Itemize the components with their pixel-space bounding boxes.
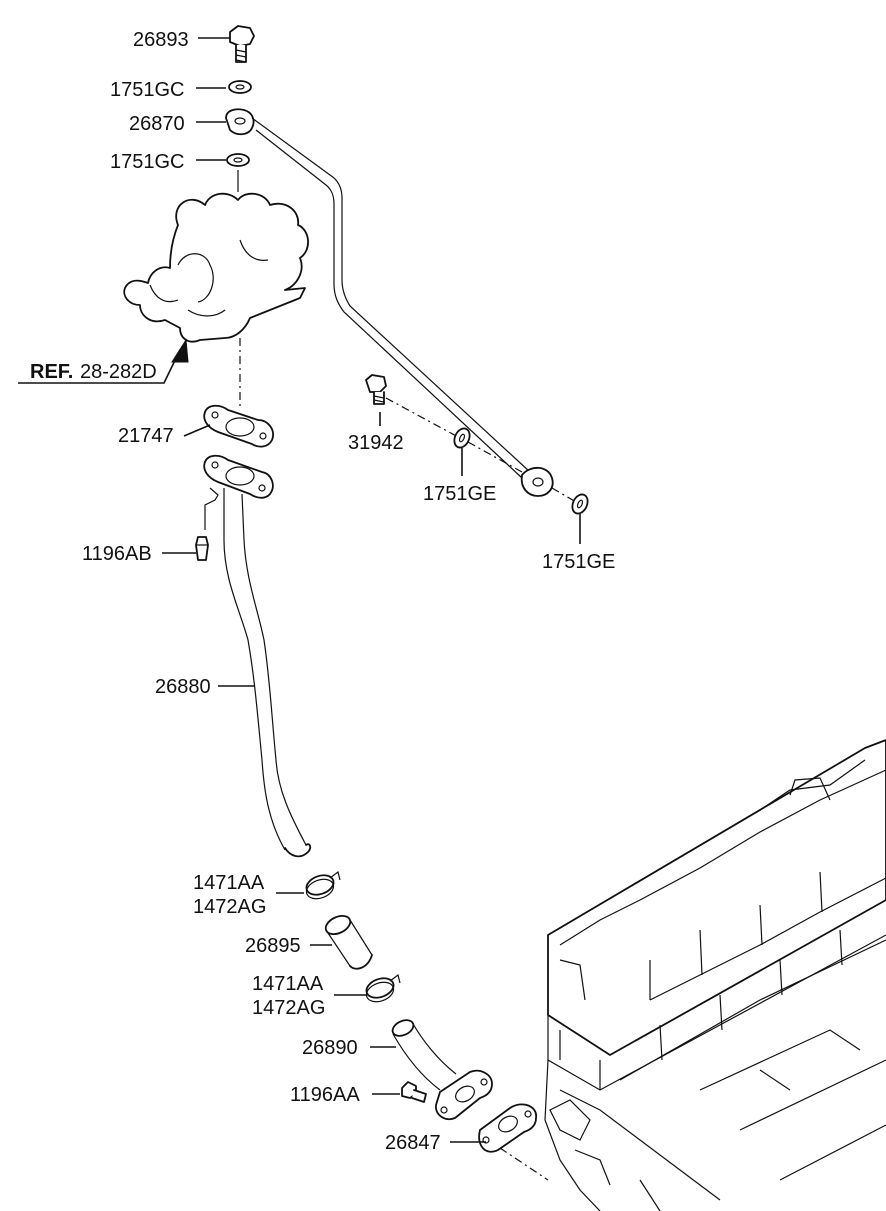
rubber-hose-26895 bbox=[324, 915, 373, 970]
label-1751gc-lower: 1751GC bbox=[110, 151, 185, 173]
label-26880: 26880 bbox=[155, 676, 211, 698]
label-26870: 26870 bbox=[129, 113, 185, 135]
label-1196ab: 1196AB bbox=[82, 543, 152, 565]
gasket-26847 bbox=[478, 1103, 537, 1153]
label-26847: 26847 bbox=[385, 1132, 441, 1154]
hose-clamp-lower bbox=[365, 973, 401, 1003]
engine-block bbox=[544, 739, 886, 1211]
gasket-21747 bbox=[203, 404, 274, 448]
label-21747: 21747 bbox=[118, 425, 174, 447]
label-31942: 31942 bbox=[348, 432, 404, 454]
oil-return-pipe-26880 bbox=[203, 454, 312, 858]
label-1196aa: 1196AA bbox=[290, 1084, 360, 1106]
oil-return-tube-26890 bbox=[391, 1019, 493, 1120]
washer-1751gc-lower bbox=[226, 153, 250, 167]
bolt-1196aa bbox=[401, 1081, 427, 1103]
bolt-1196ab bbox=[195, 536, 209, 561]
washer-1751gc-top bbox=[228, 80, 252, 94]
label-26895: 26895 bbox=[245, 935, 301, 957]
label-26890: 26890 bbox=[302, 1037, 358, 1059]
label-1472ag-upper: 1472AG bbox=[193, 896, 266, 918]
label-1751gc-top: 1751GC bbox=[110, 79, 185, 101]
label-1751ge-a: 1751GE bbox=[423, 483, 496, 505]
label-1751ge-b: 1751GE bbox=[542, 551, 615, 573]
turbocharger-housing bbox=[123, 192, 309, 343]
hose-clamp-upper bbox=[305, 870, 341, 900]
banjo-bolt-26893 bbox=[229, 25, 255, 63]
washer-1751ge-b bbox=[571, 493, 589, 515]
ref-arrow-icon bbox=[171, 338, 189, 363]
label-ref-prefix: REF. bbox=[30, 361, 73, 383]
bolt-31942 bbox=[365, 374, 387, 405]
label-26893: 26893 bbox=[133, 29, 189, 51]
label-1471aa-upper: 1471AA bbox=[193, 872, 265, 894]
label-1472ag-lower: 1472AG bbox=[252, 997, 325, 1019]
label-ref-number: 28-282D bbox=[80, 361, 157, 383]
label-1471aa-lower: 1471AA bbox=[252, 973, 324, 995]
washer-1751ge-a bbox=[453, 427, 471, 449]
oil-feed-pipe-26870 bbox=[225, 108, 554, 497]
